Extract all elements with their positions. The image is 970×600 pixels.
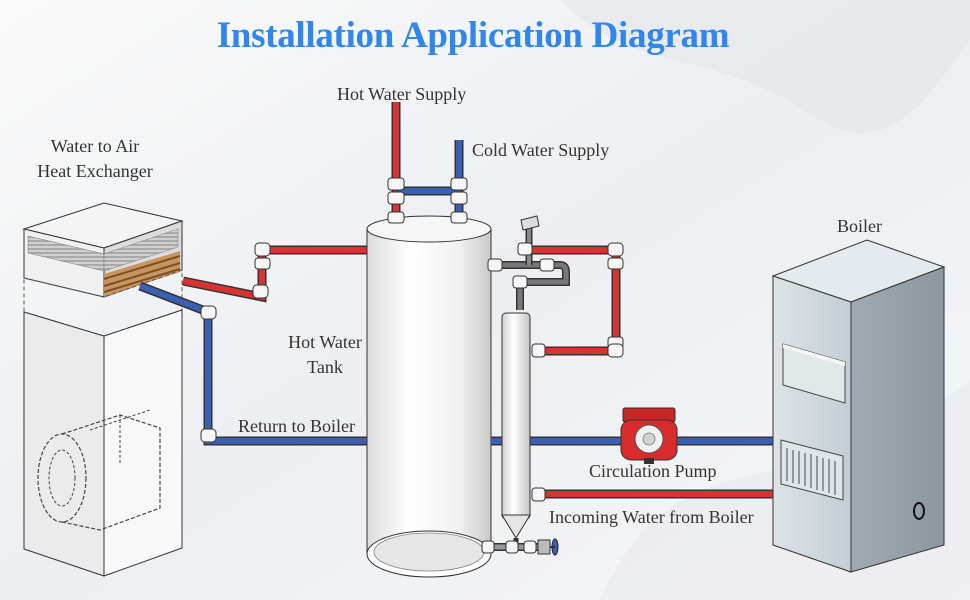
boiler [771, 239, 946, 573]
tank-outlet-connector [491, 215, 570, 310]
hot-water-supply-label: Hot Water Supply [337, 84, 467, 104]
heat-exchanger [22, 202, 184, 577]
boiler-label: Boiler [837, 216, 882, 236]
heat-exchanger-label-line2: Heat Exchanger [37, 161, 153, 181]
hot-water-tank-label-line2: Tank [307, 357, 343, 377]
drain-valve-icon [537, 538, 559, 556]
pipe-fittings [200, 177, 624, 554]
hot-water-tank-label: Hot Water Tank [278, 330, 372, 380]
exchanger-hot-line [182, 245, 390, 303]
hot-water-tank-label-line1: Hot Water [288, 332, 362, 352]
heat-exchanger-label-line1: Water to Air [50, 136, 140, 156]
tank-hot-loop [528, 245, 621, 356]
return-to-boiler-label: Return to Boiler [238, 416, 355, 436]
exchanger-return-line [138, 281, 395, 446]
hot-water-tank [366, 215, 492, 578]
page-title: Installation Application Diagram [216, 15, 730, 56]
cold-water-supply-label: Cold Water Supply [472, 140, 610, 160]
heat-exchanger-label: Water to Air Heat Exchanger [22, 134, 168, 184]
circulation-pump-icon [620, 407, 678, 464]
boiler-indicator [913, 502, 925, 520]
incoming-water-label: Incoming Water from Boiler [549, 507, 754, 527]
circulation-pump-label: Circulation Pump [589, 461, 717, 481]
